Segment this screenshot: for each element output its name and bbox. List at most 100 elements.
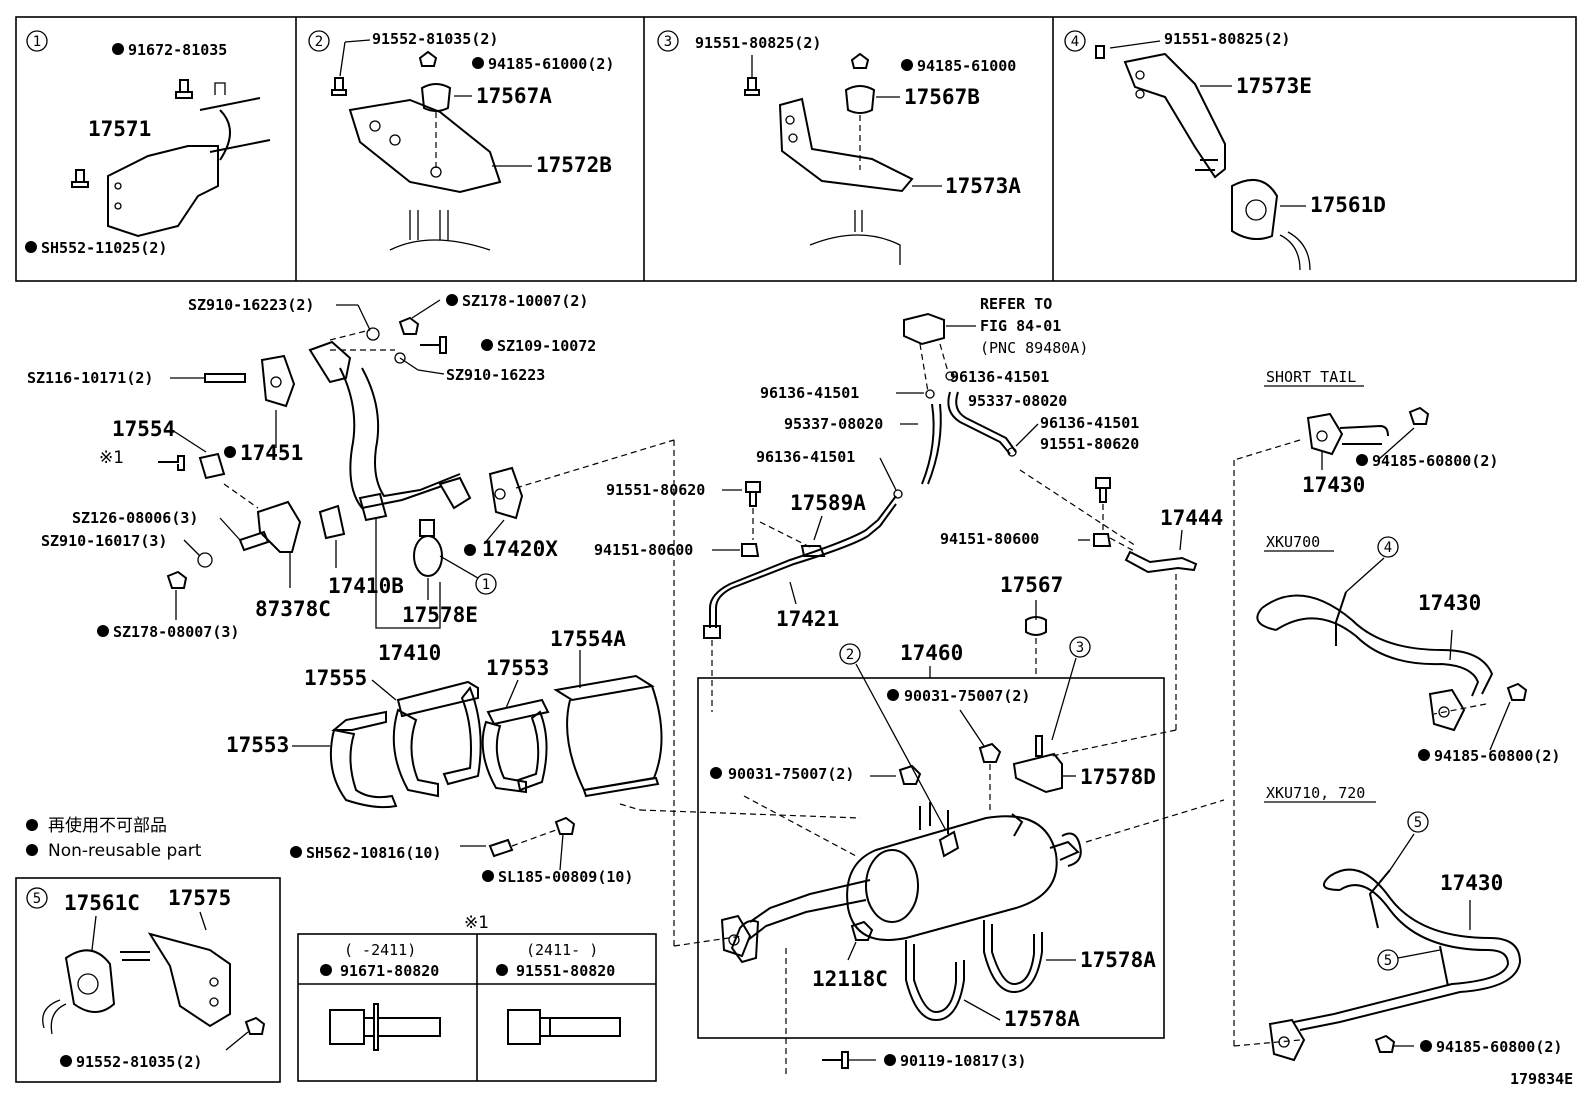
part-number-label: 17573A — [945, 174, 1021, 198]
part-number-label: 91671-80820 — [340, 962, 439, 980]
part-number-label: 再使用不可部品 — [48, 815, 167, 836]
part-number-label: 17589A — [790, 491, 866, 515]
part-number-label: 91551-80820 — [516, 962, 615, 980]
part-number-label: 17572B — [536, 153, 612, 177]
figure-id: 179834E — [1510, 1070, 1573, 1088]
part-number-label: SL185-00809(10) — [498, 868, 633, 886]
part-number-label: 1 — [482, 577, 490, 593]
part-number-label: 91551-80825(2) — [695, 34, 821, 52]
part-number-label: 17567 — [1000, 573, 1063, 597]
part-number-label: 91552-81035(2) — [372, 30, 498, 48]
panel-3: 3 91551-80825(2) 94185-61000 17567B 1757… — [657, 30, 1021, 265]
part-number-label: 94185-61000 — [917, 57, 1016, 75]
panel-4: 4 91551-80825(2) 17573E 17561D — [1064, 30, 1386, 271]
bolt-table: ※1 ( -2411) 91671-80820 (2411- ) 91551-8… — [297, 913, 657, 1082]
part-number-label: SZ910-16017(3) — [41, 532, 167, 550]
part-number-label: 17410 — [378, 641, 441, 665]
muffler-area: 17567 17460 2 3 90031-75007(2) 90031-750… — [697, 573, 1225, 1074]
part-number-label: XKU700 — [1266, 533, 1320, 551]
part-number-label: 91672-81035 — [128, 41, 227, 59]
part-number-label: 2 — [846, 647, 854, 663]
sensor-area: REFER TO FIG 84-01 (PNC 89480A) 96136-41… — [594, 295, 1223, 757]
part-number-label: ( -2411) — [344, 941, 416, 959]
part-number-label: 17567B — [904, 85, 980, 109]
part-number-label: SZ910-16223 — [446, 366, 545, 384]
part-number-label: 17420X — [482, 537, 558, 561]
part-number-label: 95337-08020 — [968, 392, 1067, 410]
part-number-label: 91551-80620 — [606, 481, 705, 499]
part-number-label: 5 — [1414, 815, 1422, 831]
part-number-label: 17561C — [64, 891, 140, 915]
part-number-label: 17553 — [226, 733, 289, 757]
part-number-label: 17575 — [168, 886, 231, 910]
part-number-label: 17421 — [776, 607, 839, 631]
part-number-label: 17430 — [1440, 871, 1503, 895]
part-number-label: 17430 — [1418, 591, 1481, 615]
part-number-label: 17571 — [88, 117, 151, 141]
part-number-label: 94185-61000(2) — [488, 55, 614, 73]
part-number-label: 17553 — [486, 656, 549, 680]
part-number-label: 17578D — [1080, 765, 1156, 789]
part-number-label: 96136-41501 — [756, 448, 855, 466]
part-number-label: 90119-10817(3) — [900, 1052, 1026, 1070]
part-number-label: 12118C — [812, 967, 888, 991]
part-number-label: SH562-10816(10) — [306, 844, 441, 862]
part-number-label: ※1 — [464, 913, 489, 933]
panel-5: 5 17561C 17575 91552-81035(2) — [15, 877, 281, 1083]
part-number-label: 94185-60800(2) — [1372, 452, 1498, 470]
part-number-label: 2 — [315, 34, 323, 50]
part-number-label: 90031-75007(2) — [728, 765, 854, 783]
part-number-label: 5 — [33, 891, 41, 907]
top-panels-frame — [15, 16, 1577, 282]
part-number-label: 17567A — [476, 84, 552, 108]
part-number-label: 91552-81035(2) — [76, 1053, 202, 1071]
part-number-label: (2411- ) — [526, 941, 598, 959]
part-number-label: 3 — [664, 34, 672, 50]
part-number-label: 17451 — [240, 441, 303, 465]
part-number-label: ※1 — [99, 448, 124, 468]
panel-2: 2 91552-81035(2) 94185-61000(2) 17567A 1… — [308, 30, 614, 251]
part-number-label: 87378C — [255, 597, 331, 621]
part-number-label: 4 — [1384, 540, 1392, 556]
part-number-label: Non-reusable part — [48, 841, 202, 861]
part-number-label: SZ178-10007(2) — [462, 292, 588, 310]
part-number-label: 96136-41501 — [1040, 414, 1139, 432]
part-number-label: SH552-11025(2) — [41, 239, 167, 257]
part-number-label: FIG 84-01 — [980, 317, 1061, 335]
part-number-label: SZ126-08006(3) — [72, 509, 198, 527]
part-number-label: 1 — [33, 34, 41, 50]
part-number-label: 17444 — [1160, 506, 1223, 530]
part-number-label: SZ178-08007(3) — [113, 623, 239, 641]
part-number-label: 3 — [1076, 640, 1084, 656]
part-number-label: SZ910-16223(2) — [188, 296, 314, 314]
part-number-label: 96136-41501 — [760, 384, 859, 402]
part-number-label: 91551-80620 — [1040, 435, 1139, 453]
part-number-label: XKU710, 720 — [1266, 784, 1365, 802]
part-number-label: 91551-80825(2) — [1164, 30, 1290, 48]
part-number-label: 96136-41501 — [950, 368, 1049, 386]
part-number-label: 5 — [1384, 953, 1392, 969]
part-number-label: 17430 — [1302, 473, 1365, 497]
part-number-label: 94151-80600 — [940, 530, 1039, 548]
part-number-label: 17555 — [304, 666, 367, 690]
part-number-label: 94185-60800(2) — [1436, 1038, 1562, 1056]
legend: 再使用不可部品 Non-reusable part — [26, 815, 202, 861]
part-number-label: SHORT TAIL — [1266, 368, 1356, 386]
part-number-label: REFER TO — [980, 295, 1052, 313]
part-number-label: 17573E — [1236, 74, 1312, 98]
part-number-label: 17561D — [1310, 193, 1386, 217]
front-pipe-area: SZ910-16223(2) SZ178-10007(2) SZ109-1007… — [27, 292, 743, 947]
part-number-label: SZ116-10171(2) — [27, 369, 153, 387]
part-number-label: SZ109-10072 — [497, 337, 596, 355]
part-number-label: 17554A — [550, 627, 626, 651]
part-number-label: 17410B — [328, 574, 404, 598]
part-number-label: 17578A — [1004, 1007, 1080, 1031]
tail-pipe-variants: SHORT TAIL 94185-60800(2) 17430 XKU700 4… — [1233, 368, 1562, 1062]
heat-insulators: 17555 17553 17553 17554A SH562-10816(10)… — [226, 627, 861, 886]
part-number-label: 17554 — [112, 417, 175, 441]
panel-1: 1 91672-81035 17571 SH552-11025(2) — [25, 30, 271, 257]
part-number-label: 94151-80600 — [594, 541, 693, 559]
part-number-label: 94185-60800(2) — [1434, 747, 1560, 765]
part-number-label: 17578A — [1080, 948, 1156, 972]
